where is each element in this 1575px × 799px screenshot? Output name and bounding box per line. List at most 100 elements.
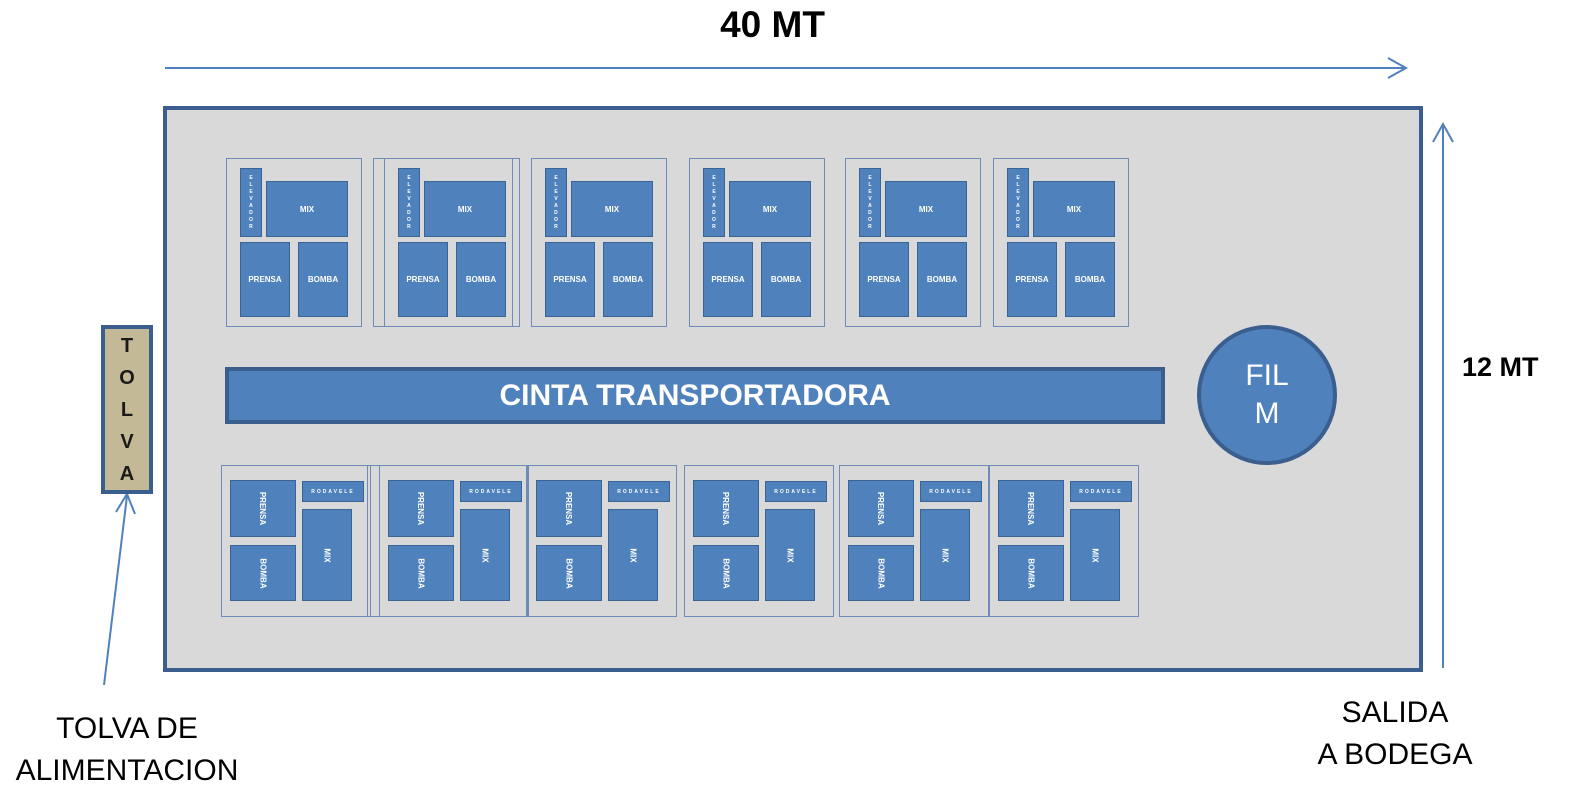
- elevador-block: E L E V A D O R: [240, 168, 262, 237]
- exit-caption: SALIDA A BODEGA: [1300, 692, 1490, 776]
- bottom-unit-frame: [527, 465, 677, 617]
- elevador-label: RODAVELE: [617, 488, 661, 495]
- elevador-block: E L E V A D O R: [545, 168, 567, 237]
- elevador-block: RODAVELE: [765, 481, 827, 502]
- prensa-block-label: PRENSA: [1015, 275, 1049, 284]
- mix-block: MIX: [608, 509, 658, 601]
- tolva-feed-arrow-head: [115, 491, 136, 515]
- top-unit-frame: [993, 158, 1129, 327]
- prensa-block: PRENSA: [848, 480, 914, 537]
- conveyor-belt-label: CINTA TRANSPORTADORA: [499, 378, 891, 412]
- mix-label: MIX: [628, 547, 638, 563]
- mix-block: MIX: [460, 509, 510, 601]
- elevador-label: E L E V A D O R: [407, 174, 411, 230]
- conveyor-belt: CINTA TRANSPORTADORA: [225, 367, 1165, 424]
- prensa-block: PRENSA: [693, 480, 759, 537]
- bomba-block: BOMBA: [998, 545, 1064, 601]
- bomba-block: BOMBA: [1065, 242, 1115, 317]
- elevador-block: E L E V A D O R: [859, 168, 881, 237]
- prensa-block-label: PRENSA: [867, 275, 901, 284]
- top-unit-frame: [531, 158, 667, 327]
- bottom-unit-frame: [221, 465, 371, 617]
- prensa-block-label: PRENSA: [406, 275, 440, 284]
- width-arrow-head: [1387, 57, 1409, 79]
- bomba-block: BOMBA: [693, 545, 759, 601]
- elevador-block: RODAVELE: [608, 481, 670, 502]
- elevador-label: RODAVELE: [1079, 488, 1123, 495]
- bomba-block-label: BOMBA: [307, 275, 339, 284]
- bomba-block: BOMBA: [388, 545, 454, 601]
- mix-block: MIX: [1070, 509, 1120, 601]
- bomba-label: BOMBA: [416, 557, 426, 589]
- film-label-line1: FIL: [1245, 359, 1289, 392]
- mix-block: MIX: [424, 181, 506, 237]
- elevador-label: RODAVELE: [929, 488, 973, 495]
- bomba-block: BOMBA: [536, 545, 602, 601]
- mix-block-label: MIX: [1066, 204, 1082, 214]
- mix-block: MIX: [266, 181, 348, 237]
- bomba-block: BOMBA: [917, 242, 967, 317]
- prensa-block: PRENSA: [998, 480, 1064, 537]
- top-unit-frame: [845, 158, 981, 327]
- mix-block: MIX: [729, 181, 811, 237]
- prensa-label: PRENSA: [876, 491, 886, 526]
- elevador-label: E L E V A D O R: [554, 174, 558, 230]
- top-unit-frame: [226, 158, 362, 327]
- prensa-block: PRENSA: [240, 242, 290, 317]
- tolva-letter: L: [120, 398, 134, 421]
- mix-block: MIX: [885, 181, 967, 237]
- tolva-caption-line2: ALIMENTACION: [15, 754, 239, 787]
- bomba-label: BOMBA: [1026, 557, 1036, 589]
- mix-block: MIX: [1033, 181, 1115, 237]
- width-dimension-label: 40 MT: [720, 4, 825, 45]
- mix-block-label: MIX: [918, 204, 934, 214]
- bomba-label: BOMBA: [876, 557, 886, 589]
- prensa-block: PRENSA: [230, 480, 296, 537]
- prensa-block: PRENSA: [398, 242, 448, 317]
- mix-block-label: MIX: [762, 204, 778, 214]
- bomba-block: BOMBA: [761, 242, 811, 317]
- prensa-block-label: PRENSA: [553, 275, 587, 284]
- bomba-block: BOMBA: [456, 242, 506, 317]
- mix-label: MIX: [940, 547, 950, 563]
- bomba-label: BOMBA: [258, 557, 268, 589]
- elevador-label: E L E V A D O R: [868, 174, 872, 230]
- prensa-block: PRENSA: [388, 480, 454, 537]
- elevador-label: E L E V A D O R: [1016, 174, 1020, 230]
- elevador-block: RODAVELE: [920, 481, 982, 502]
- prensa-label: PRENSA: [564, 491, 574, 526]
- elevador-label: RODAVELE: [311, 488, 355, 495]
- tolva-caption-line1: TOLVA DE: [56, 712, 198, 745]
- height-dimension-label: 12 MT: [1462, 352, 1539, 382]
- bomba-block: BOMBA: [603, 242, 653, 317]
- bomba-block: BOMBA: [848, 545, 914, 601]
- prensa-label: PRENSA: [721, 491, 731, 526]
- mix-block-label: MIX: [604, 204, 620, 214]
- tolva-letter: A: [119, 462, 135, 485]
- bomba-block-label: BOMBA: [1074, 275, 1106, 284]
- bomba-label: BOMBA: [564, 557, 574, 589]
- bomba-block-label: BOMBA: [770, 275, 802, 284]
- elevador-label: E L E V A D O R: [712, 174, 716, 230]
- mix-block-label: MIX: [299, 204, 315, 214]
- elevador-block: E L E V A D O R: [398, 168, 420, 237]
- exit-caption-line2: A BODEGA: [1317, 738, 1473, 771]
- tolva-letter: T: [120, 334, 134, 357]
- elevador-label: RODAVELE: [774, 488, 818, 495]
- bomba-block: BOMBA: [298, 242, 348, 317]
- bomba-block: BOMBA: [230, 545, 296, 601]
- prensa-block: PRENSA: [703, 242, 753, 317]
- prensa-block: PRENSA: [859, 242, 909, 317]
- prensa-block-label: PRENSA: [248, 275, 282, 284]
- mix-label: MIX: [480, 547, 490, 563]
- elevador-block: RODAVELE: [460, 481, 522, 502]
- prensa-block: PRENSA: [536, 480, 602, 537]
- prensa-label: PRENSA: [258, 491, 268, 526]
- elevador-block: E L E V A D O R: [1007, 168, 1029, 237]
- tolva-letter: O: [119, 366, 135, 389]
- prensa-block-label: PRENSA: [711, 275, 745, 284]
- feed-hopper: T O L V A: [101, 325, 153, 494]
- bomba-block-label: BOMBA: [612, 275, 644, 284]
- top-unit-frame: [689, 158, 825, 327]
